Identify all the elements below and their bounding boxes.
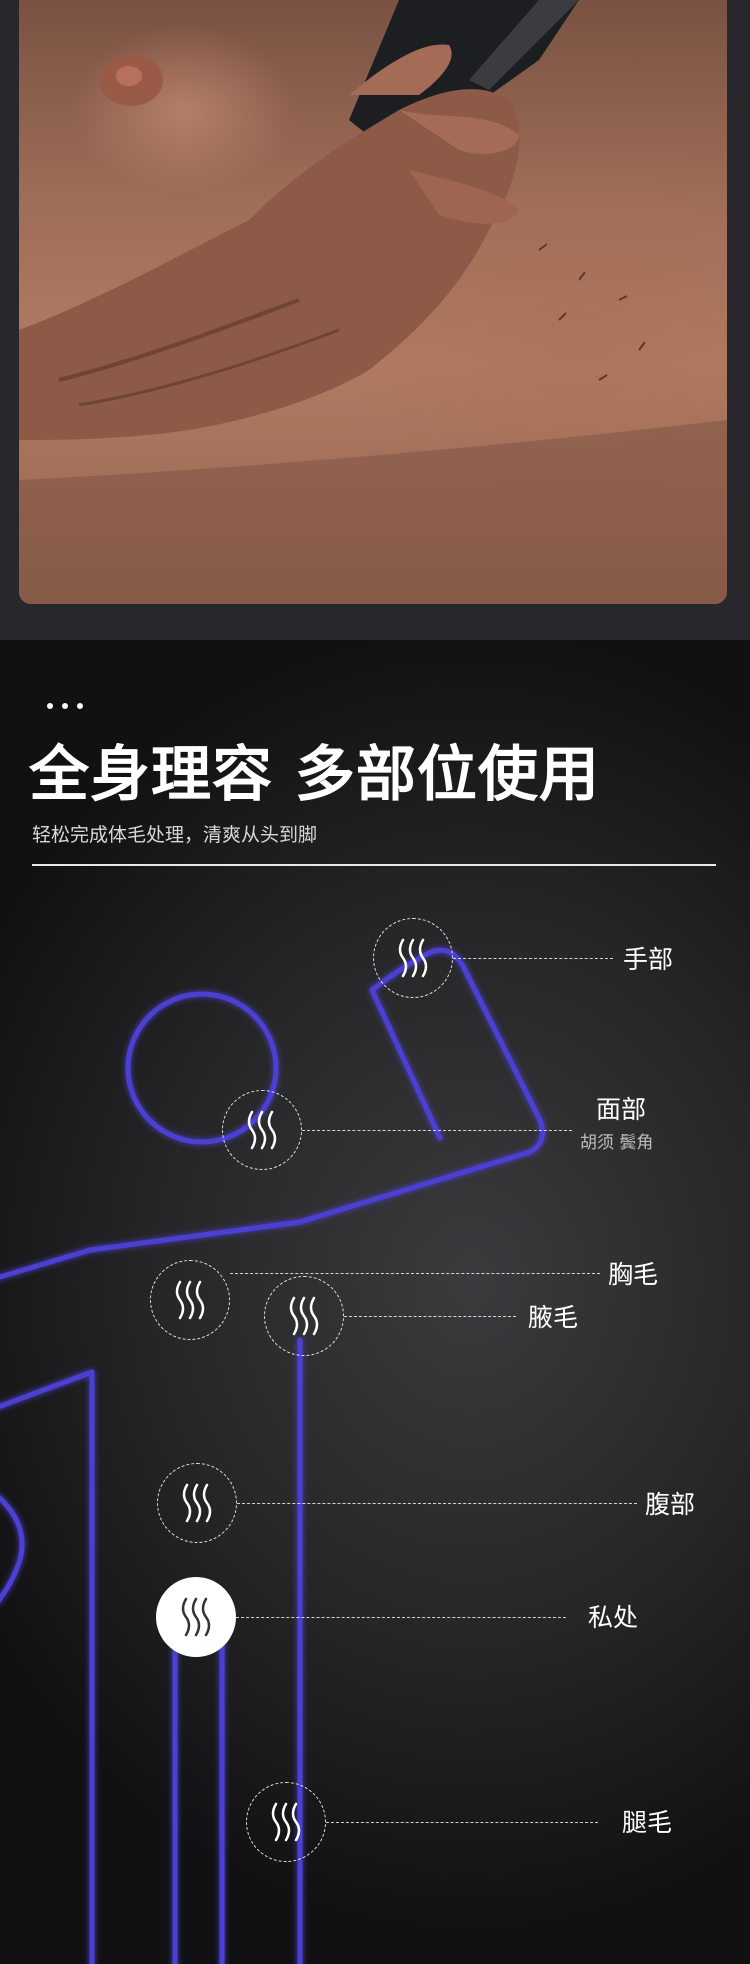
belly-label: 腹部 xyxy=(645,1490,696,1519)
legs-zone-marker xyxy=(246,1782,326,1862)
armpit-leader-line xyxy=(344,1316,516,1317)
section-title: 全身理容 多部位使用 xyxy=(29,740,600,810)
face-leader-line xyxy=(302,1130,572,1131)
body-zones-section: 全身理容 多部位使用 轻松完成体毛处理，清爽从头到脚 xyxy=(0,640,750,1964)
divider xyxy=(32,864,716,866)
belly-zone-marker xyxy=(157,1463,237,1543)
hands-label: 手部 xyxy=(623,945,674,974)
figure-shoulder-line xyxy=(0,1219,303,1280)
face-label: 面部 xyxy=(596,1095,647,1124)
groin-label: 私处 xyxy=(588,1603,639,1632)
chest-zone-marker xyxy=(150,1260,230,1340)
hair-strands-icon xyxy=(175,1280,205,1320)
belly-leader-line xyxy=(237,1503,637,1504)
section-subtitle: 轻松完成体毛处理，清爽从头到脚 xyxy=(32,824,318,846)
groin-zone-marker xyxy=(156,1577,236,1657)
hands-leader-line xyxy=(453,958,613,959)
groin-leader-line xyxy=(236,1617,566,1618)
legs-label: 腿毛 xyxy=(622,1808,673,1837)
face-sublabel: 胡须 鬓角 xyxy=(580,1133,654,1153)
armpit-zone-marker xyxy=(264,1276,344,1356)
legs-leader-line xyxy=(326,1822,598,1823)
figure-hand-left xyxy=(0,1495,25,1603)
hair-strands-icon xyxy=(271,1802,301,1842)
ellipsis-dots-icon xyxy=(47,703,83,709)
hair-strands-icon xyxy=(182,1483,212,1523)
face-zone-marker xyxy=(222,1090,302,1170)
hair-strands-icon xyxy=(289,1296,319,1336)
chest-grooming-photo xyxy=(19,0,727,604)
hair-strands-icon xyxy=(247,1110,277,1150)
chest-leader-line xyxy=(230,1273,600,1274)
human-figure-outline xyxy=(0,947,545,1964)
figure-torso-left xyxy=(0,1369,95,1964)
photo-illustration xyxy=(19,0,727,604)
armpit-label: 腋毛 xyxy=(528,1303,579,1332)
hair-strands-icon xyxy=(398,938,428,978)
chest-label: 胸毛 xyxy=(608,1260,659,1289)
hands-zone-marker xyxy=(373,918,453,998)
figure-head xyxy=(125,991,279,1145)
product-photo-section xyxy=(0,0,750,640)
hair-strands-icon xyxy=(181,1597,211,1637)
hand-shape xyxy=(19,89,520,440)
